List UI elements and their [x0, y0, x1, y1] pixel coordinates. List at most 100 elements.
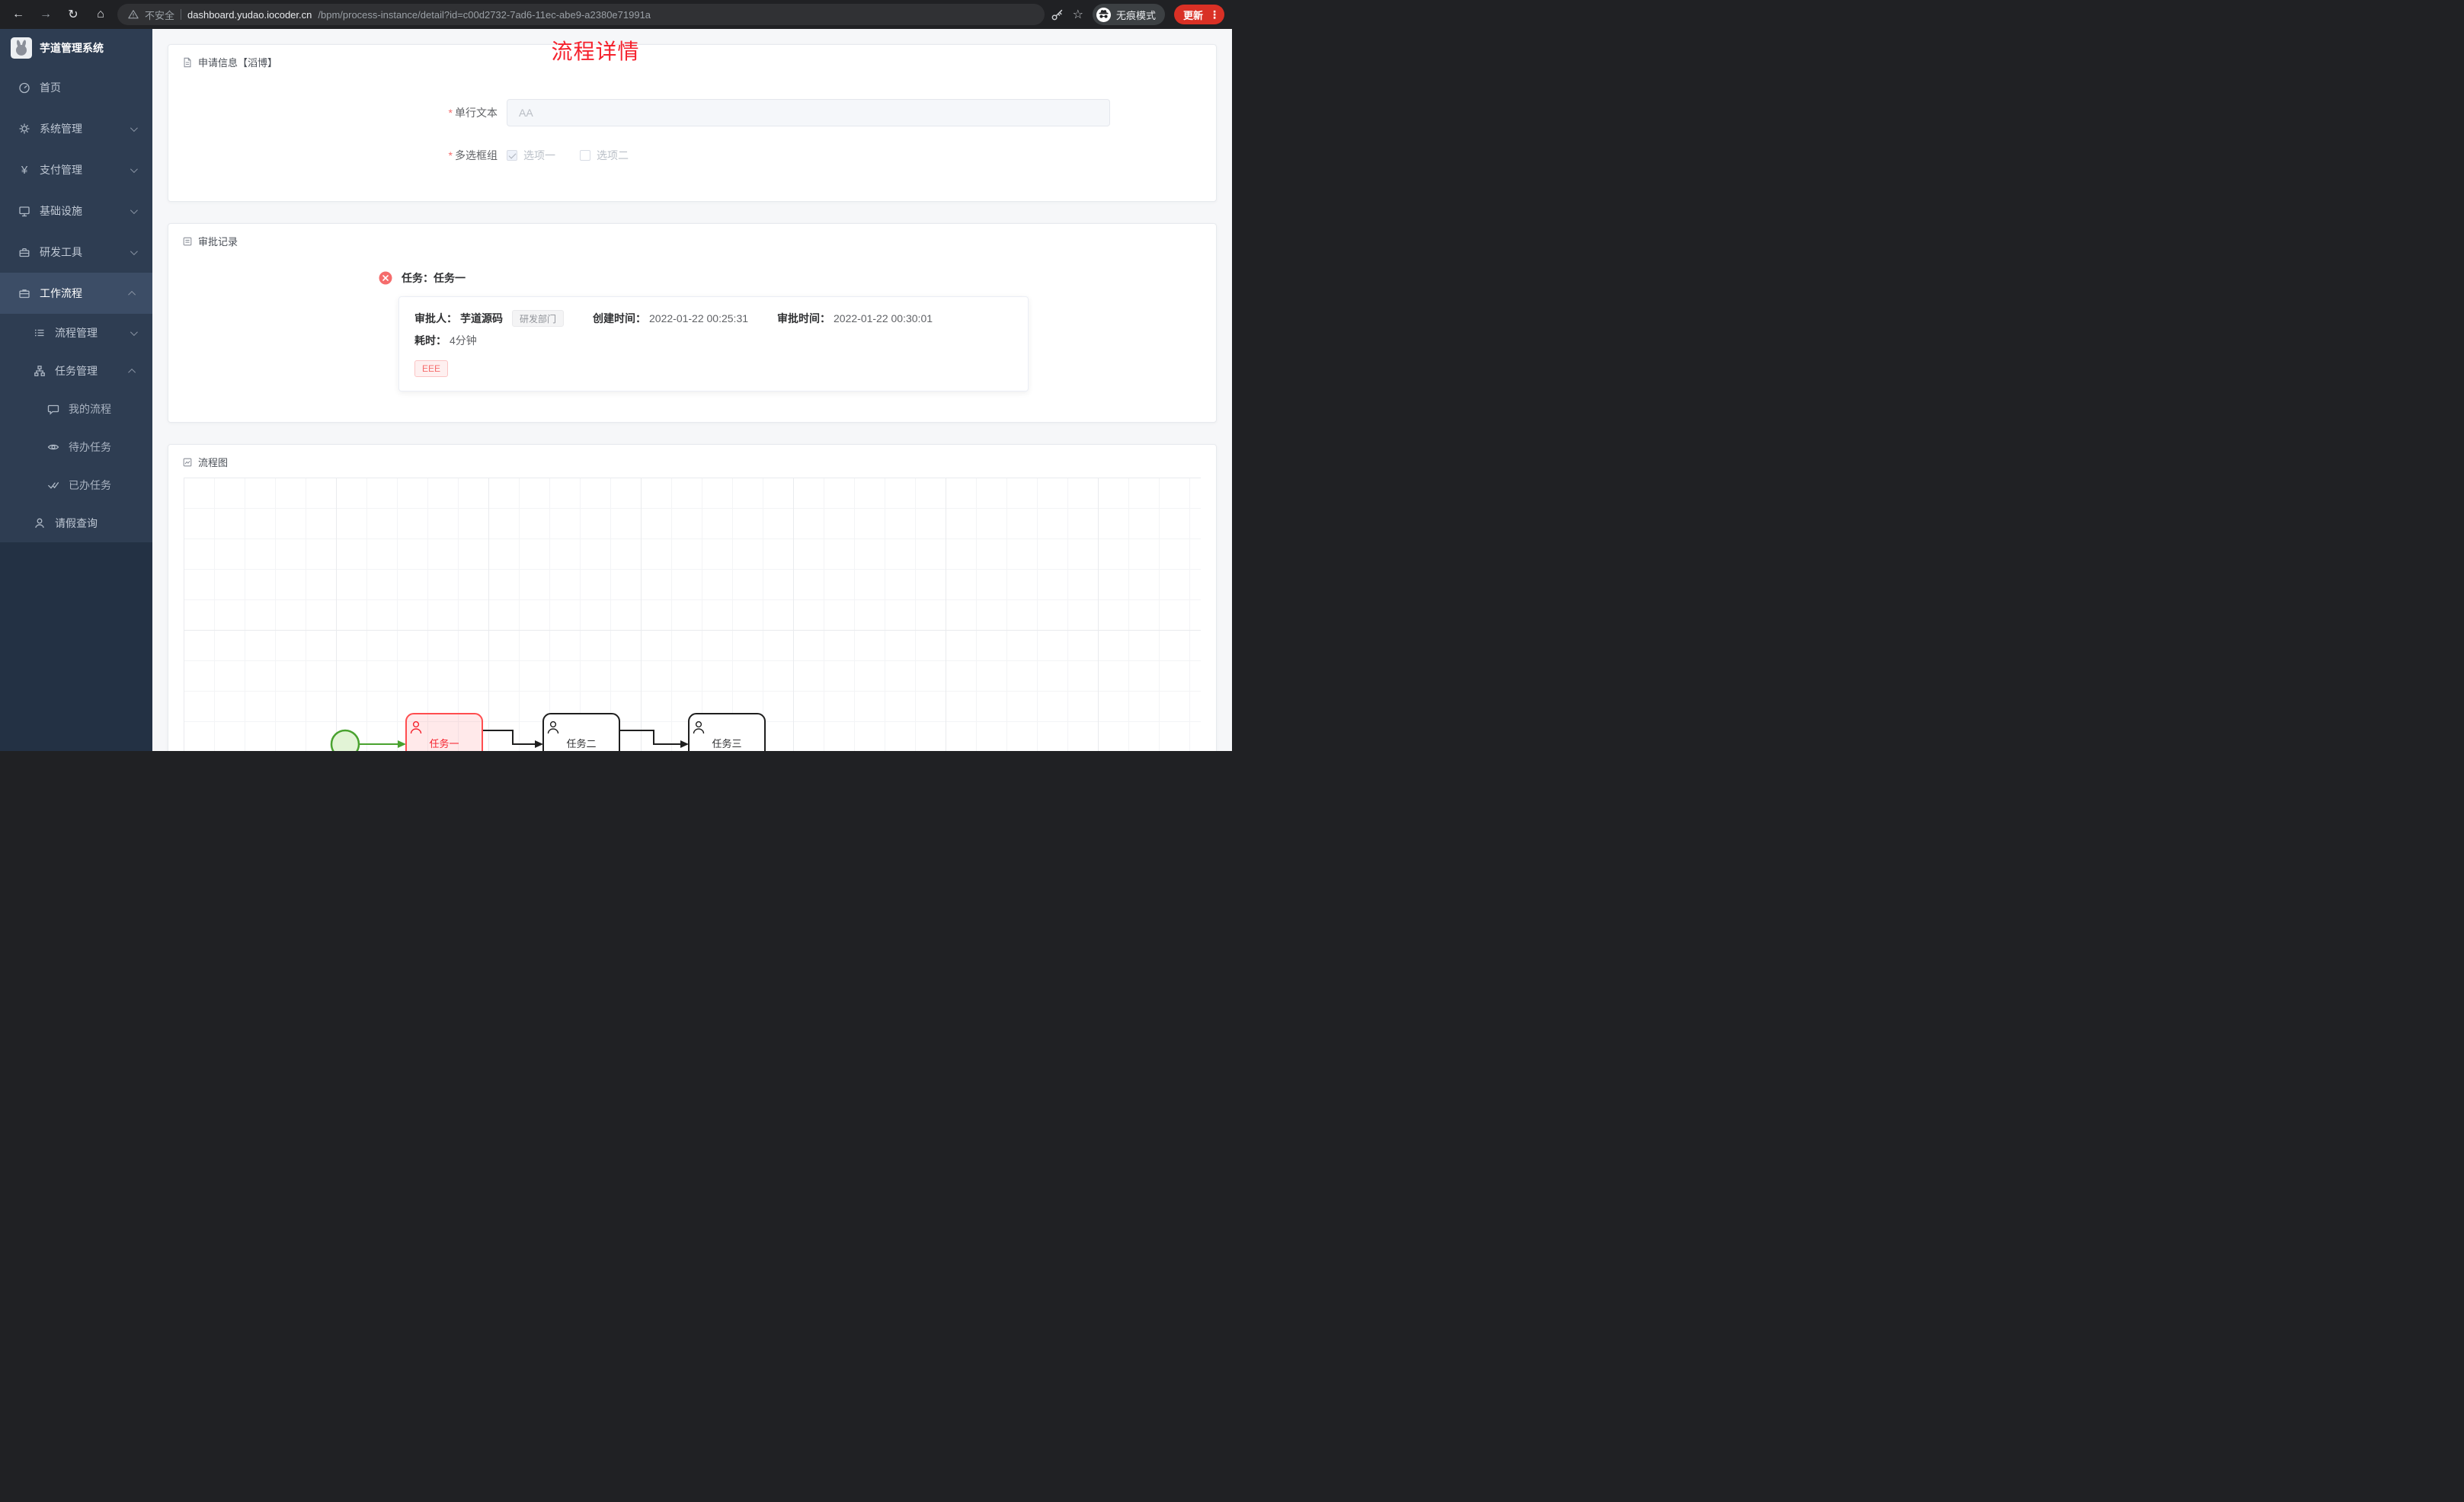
back-icon[interactable]: ←	[12, 8, 24, 21]
apply-form: *单行文本 *多选框组 选项一 选项二	[168, 73, 1216, 201]
incognito-icon	[1096, 7, 1111, 22]
sidebar-item-leave-query[interactable]: 请假查询	[0, 504, 152, 542]
start-event-node[interactable]	[330, 729, 360, 751]
bpmn-diagram: 任务一 任务二 任务三	[330, 713, 766, 751]
checkbox-group-field: *多选框组 选项一 选项二	[354, 142, 1216, 169]
arrowhead-icon	[398, 740, 406, 748]
user-task-icon	[410, 721, 422, 734]
process-diagram-card: 流程图 任务一	[168, 444, 1217, 751]
flow-task2-to-task3	[619, 730, 680, 745]
app-logo-row[interactable]: 芋道管理系统	[0, 29, 152, 67]
sidebar-item-workflow[interactable]: 工作流程	[0, 273, 152, 314]
approval-timeline: 任务：任务一 审批人： 芋道源码 研发部门 创建时间： 2022-01-22 0…	[168, 252, 1216, 422]
main-content: 流程详情 申请信息【滔博】 *单行文本 *多选框组	[152, 29, 1232, 751]
sidebar-item-done-tasks[interactable]: 已办任务	[0, 466, 152, 504]
chevron-up-icon	[128, 290, 136, 299]
sidebar-item-label: 支付管理	[40, 164, 82, 176]
warning-icon	[128, 10, 139, 19]
sidebar-item-payment[interactable]: ¥ 支付管理	[0, 149, 152, 190]
apply-card-title: 申请信息【滔博】	[198, 57, 278, 69]
bpmn-node-label: 任务三	[712, 738, 741, 749]
dashboard-icon	[18, 81, 30, 94]
approved-time: 2022-01-22 00:30:01	[834, 312, 933, 324]
diagram-card-header: 流程图	[168, 445, 1216, 473]
sidebar-item-home[interactable]: 首页	[0, 67, 152, 108]
monitor-icon	[18, 205, 30, 217]
department-tag: 研发部门	[512, 310, 565, 327]
comment-tag: EEE	[414, 360, 449, 377]
chevron-up-icon	[128, 368, 136, 376]
update-button[interactable]: 更新 ⋮	[1173, 5, 1224, 24]
bpmn-node-label: 任务一	[429, 738, 459, 749]
url-domain: dashboard.yudao.iocoder.cn	[187, 8, 312, 21]
double-check-icon	[47, 479, 59, 491]
duration-group: 耗时： 4分钟	[414, 333, 477, 348]
bpmn-canvas[interactable]: 任务一 任务二 任务三	[184, 478, 1201, 751]
checkbox-group: 选项一 选项二	[507, 142, 629, 169]
security-label: 不安全	[145, 9, 175, 21]
app-logo-icon	[11, 37, 32, 59]
sidebar-item-label: 请假查询	[55, 517, 98, 529]
task-failed-icon	[379, 271, 392, 285]
task-row: 任务：任务一	[379, 270, 1029, 286]
sidebar-item-label: 流程管理	[55, 327, 98, 339]
browser-menu-icon[interactable]: ⋮	[1209, 8, 1220, 21]
diagram-icon	[183, 458, 192, 466]
sidebar-item-label: 已办任务	[69, 479, 111, 491]
chevron-down-icon	[130, 165, 138, 173]
address-bar[interactable]: 不安全 dashboard.yudao.iocoder.cn /bpm/proc…	[117, 4, 1045, 25]
yen-icon: ¥	[21, 163, 28, 177]
created-group: 创建时间： 2022-01-22 00:25:31	[593, 311, 748, 326]
field-label: *多选框组	[448, 149, 498, 161]
task-title: 任务：任务一	[402, 272, 466, 284]
sidebar-item-label: 待办任务	[69, 441, 111, 453]
required-mark: *	[448, 107, 453, 119]
bpmn-node-task2[interactable]	[542, 713, 620, 751]
reload-icon[interactable]: ↻	[68, 8, 78, 21]
approval-card-title: 审批记录	[198, 236, 238, 248]
single-line-text-field: *单行文本	[354, 99, 1216, 126]
arrowhead-icon	[680, 740, 689, 748]
sidebar-item-process-mgmt[interactable]: 流程管理	[0, 314, 152, 352]
approver-label: 审批人：	[414, 312, 457, 324]
key-icon[interactable]	[1051, 8, 1064, 21]
toolbar-right: ☆ 无痕模式 更新 ⋮	[1051, 4, 1224, 25]
tree-icon	[34, 365, 46, 377]
home-icon[interactable]: ⌂	[97, 8, 104, 21]
sidebar-menu: 芋道管理系统 首页 系统管理 ¥ 支付管理	[0, 29, 152, 542]
sidebar-item-label: 基础设施	[40, 205, 82, 217]
sidebar-item-label: 我的流程	[69, 403, 111, 415]
update-label: 更新	[1182, 9, 1203, 21]
sidebar-item-todo-tasks[interactable]: 待办任务	[0, 428, 152, 466]
toolbox-icon	[18, 246, 30, 258]
sidebar-item-devtools[interactable]: 研发工具	[0, 232, 152, 273]
chat-icon	[47, 403, 59, 415]
checkbox-label: 选项二	[597, 149, 629, 161]
sidebar-item-task-mgmt[interactable]: 任务管理	[0, 352, 152, 390]
sidebar-item-label: 任务管理	[55, 365, 98, 377]
forward-icon[interactable]: →	[40, 8, 52, 21]
bpmn-node-task3[interactable]	[688, 713, 766, 751]
chevron-down-icon	[130, 206, 138, 214]
chevron-down-icon	[130, 247, 138, 255]
sidebar-item-infra[interactable]: 基础设施	[0, 190, 152, 232]
apply-info-card: 申请信息【滔博】 *单行文本 *多选框组 选项一	[168, 44, 1217, 202]
gear-icon	[18, 123, 30, 135]
sidebar-item-my-process[interactable]: 我的流程	[0, 390, 152, 428]
browser-toolbar: ← → ↻ ⌂ 不安全 dashboard.yudao.iocoder.cn /…	[0, 0, 1232, 29]
checkbox-checked-icon	[507, 150, 517, 161]
page-title: 流程详情	[551, 40, 640, 63]
user-task-icon	[693, 721, 705, 734]
bpmn-node-task1[interactable]	[405, 713, 483, 751]
checkbox-unchecked-icon	[580, 150, 590, 161]
approval-record-card: 审批记录 任务：任务一 审批人： 芋道源码 研发部门 创建时间	[168, 223, 1217, 423]
sidebar-item-label: 工作流程	[40, 287, 82, 299]
created-time: 2022-01-22 00:25:31	[649, 312, 749, 324]
list-icon	[34, 327, 46, 339]
bookmark-star-icon[interactable]: ☆	[1072, 8, 1083, 21]
duration-label: 耗时：	[414, 334, 446, 347]
incognito-label: 无痕模式	[1115, 9, 1156, 21]
checkbox-label: 选项一	[523, 149, 555, 161]
sidebar-item-system[interactable]: 系统管理	[0, 108, 152, 149]
briefcase-icon	[18, 287, 30, 299]
